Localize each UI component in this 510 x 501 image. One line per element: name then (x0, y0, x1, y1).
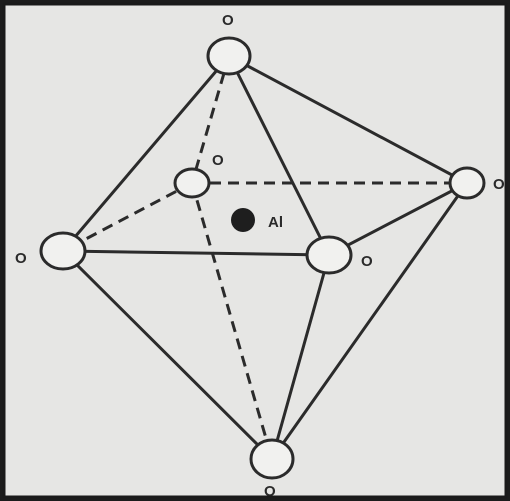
oxygen-atom-right (448, 166, 486, 200)
hidden-bonds (62, 55, 467, 460)
oxygen-label-right: O (493, 176, 505, 193)
bond-top-front (227, 54, 331, 257)
oxygen-atom-front (305, 235, 353, 275)
bond-front-bottom (270, 253, 331, 461)
aluminum-atom (231, 208, 255, 232)
bond-back-bottom (190, 182, 274, 460)
bond-right-bottom (270, 181, 469, 461)
bond-top-left (61, 54, 231, 253)
oxygen-atoms (39, 36, 486, 480)
solid-bonds (61, 54, 469, 461)
oxygen-label-back: O (212, 152, 224, 169)
oxygen-label-left: O (15, 250, 27, 267)
oxygen-atom-bottom (249, 438, 295, 480)
aluminum-label: Al (268, 214, 283, 231)
oxygen-label-top: O (222, 12, 234, 29)
oxygen-atom-top (206, 36, 252, 76)
bond-top-right (227, 54, 469, 185)
oxygen-atom-back (173, 167, 211, 199)
bond-left-front (61, 249, 331, 257)
bond-left-bottom (61, 249, 274, 461)
bond-back-left (62, 181, 193, 253)
bond-top-back (190, 55, 231, 184)
oxygen-atom-left (39, 231, 87, 271)
oxygen-label-front: O (361, 253, 373, 270)
bond-front-right (327, 181, 469, 257)
